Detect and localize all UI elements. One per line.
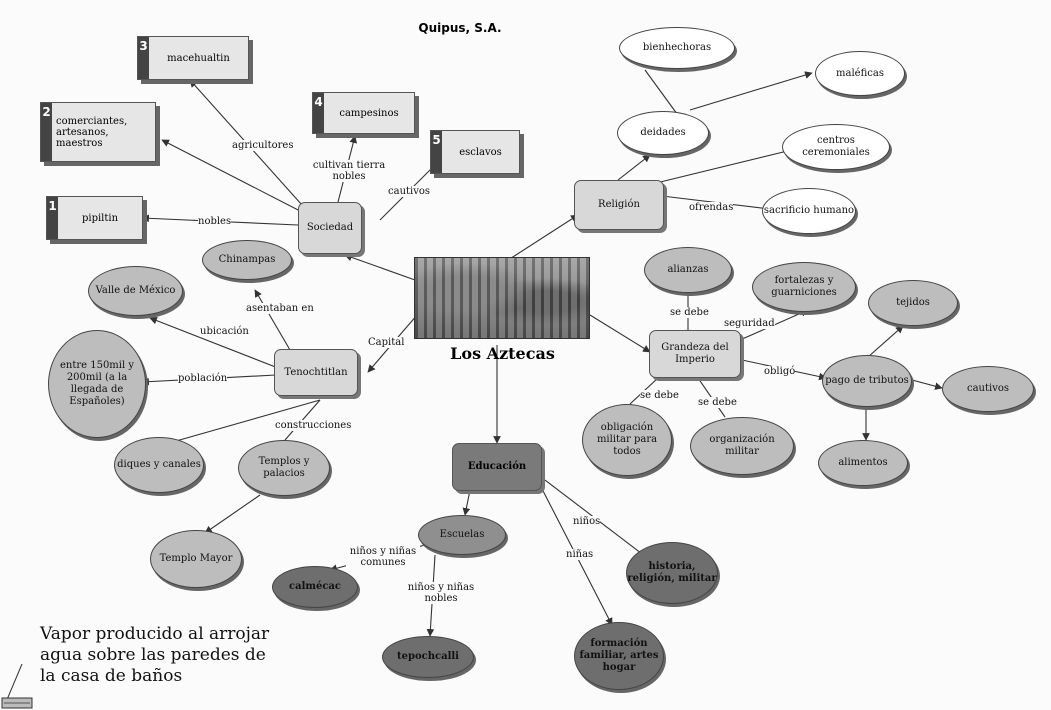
node-sacrificio: sacrificio humano [762, 188, 856, 234]
link-label: ubicación [200, 326, 249, 337]
class-box-pipiltin: 1 pipiltin [46, 196, 143, 240]
class-label: esclavos [459, 146, 502, 158]
central-topic: Los Aztecas [450, 344, 555, 363]
connector-line [617, 154, 651, 181]
node-deidades: deidades [617, 111, 709, 155]
link-label: seguridad [724, 318, 775, 329]
class-box-esclavos: 5 esclavos [430, 130, 520, 174]
caption-text: Vapor producido al arrojar agua sobre la… [40, 624, 269, 687]
connector-line [254, 289, 291, 351]
node-tejidos: tejidos [868, 280, 958, 326]
link-label: niños [573, 516, 601, 527]
link-label: se debe [670, 307, 709, 318]
link-label: nobles [198, 216, 232, 227]
node-cautivos: cautivos [942, 366, 1034, 412]
connector-line [644, 69, 681, 119]
node-alimentos: alimentos [818, 440, 908, 486]
node-religion: Religión [574, 180, 664, 230]
node-obligacion: obligación militar para todos [582, 404, 672, 476]
node-alianzas: alianzas [644, 247, 732, 293]
connector-line [911, 379, 943, 390]
class-label: campesinos [339, 107, 399, 119]
node-organizacion: organización militar [690, 417, 794, 475]
connector-line [462, 489, 471, 516]
class-label: pipiltin [81, 212, 119, 224]
node-grandeza: Grandeza del Imperio [649, 330, 741, 378]
link-label: construcciones [275, 420, 352, 431]
node-chinampas: Chinampas [202, 240, 292, 280]
class-box-campesinos: 4 campesinos [312, 92, 415, 134]
node-escuelas: Escuelas [418, 515, 506, 555]
node-educacion: Educación [452, 443, 542, 491]
link-label: ofrendas [689, 202, 734, 213]
node-centros: centros ceremoniales [782, 124, 890, 170]
link-label: niños y niñas comunes [346, 546, 420, 568]
link-label: cultivan tierra nobles [312, 160, 386, 182]
connector-line [161, 399, 321, 447]
link-label: se debe [640, 390, 679, 401]
class-label: macehualtin [167, 52, 230, 64]
class-number: 3 [138, 37, 149, 79]
node-formacion: formación familiar, artes hogar [574, 622, 664, 690]
class-number: 4 [313, 93, 324, 133]
connector-line [504, 214, 579, 263]
class-label: comerciantes, artesanos, maestros [56, 115, 128, 149]
node-tenochtitlan: Tenochtitlan [274, 349, 358, 396]
caption-line: agua sobre las paredes de [40, 645, 266, 665]
node-historia: historia, religión, militar [626, 542, 718, 604]
connector-line [647, 143, 809, 186]
node-templos: Templos y palacios [238, 440, 330, 496]
link-label: niños y niñas nobles [406, 582, 476, 604]
connector-line [689, 71, 813, 111]
caption-line: Vapor producido al arrojar [40, 624, 270, 644]
node-bienhechoras: bienhechoras [619, 27, 735, 69]
node-valle: Valle de México [88, 266, 183, 316]
caption-line: la casa de baños [40, 666, 183, 686]
node-pago: pago de tributos [822, 355, 912, 407]
connector-line [589, 314, 651, 353]
node-calmecac: calmécac [272, 566, 358, 608]
node-poblacion: entre 150mil y 200mil (a la llegada de E… [48, 330, 146, 438]
node-fortalezas: fortalezas y guarniciones [752, 262, 856, 312]
node-diques: diques y canales [114, 437, 204, 493]
node-maleficas: maléficas [815, 51, 905, 96]
link-label: cautivos [388, 186, 431, 197]
class-number: 1 [47, 197, 58, 239]
map-title: Quipus, S.A. [418, 21, 502, 35]
steam-icon [1, 663, 33, 709]
connector-line [344, 253, 416, 281]
node-sociedad: Sociedad [298, 202, 362, 254]
connector-line [161, 139, 303, 213]
connector-line [867, 325, 904, 358]
link-label: niñas [566, 549, 594, 560]
class-number: 5 [431, 131, 442, 173]
class-number: 2 [41, 103, 52, 161]
aztec-codex-image [414, 257, 590, 339]
class-box-macehualtin: 3 macehualtin [137, 36, 249, 80]
link-label: agricultores [232, 140, 294, 151]
node-tepochcalli: tepochcalli [382, 636, 474, 678]
connector-line [204, 494, 261, 534]
class-box-comerciantes: 2 comerciantes, artesanos, maestros [40, 102, 156, 162]
link-label: población [178, 373, 228, 384]
link-label: asentaban en [246, 303, 314, 314]
node-templo-mayor: Templo Mayor [150, 530, 242, 588]
link-label: se debe [698, 397, 737, 408]
connector-line [149, 316, 279, 369]
link-label: obligó [764, 366, 796, 377]
link-label: Capital [368, 337, 405, 348]
